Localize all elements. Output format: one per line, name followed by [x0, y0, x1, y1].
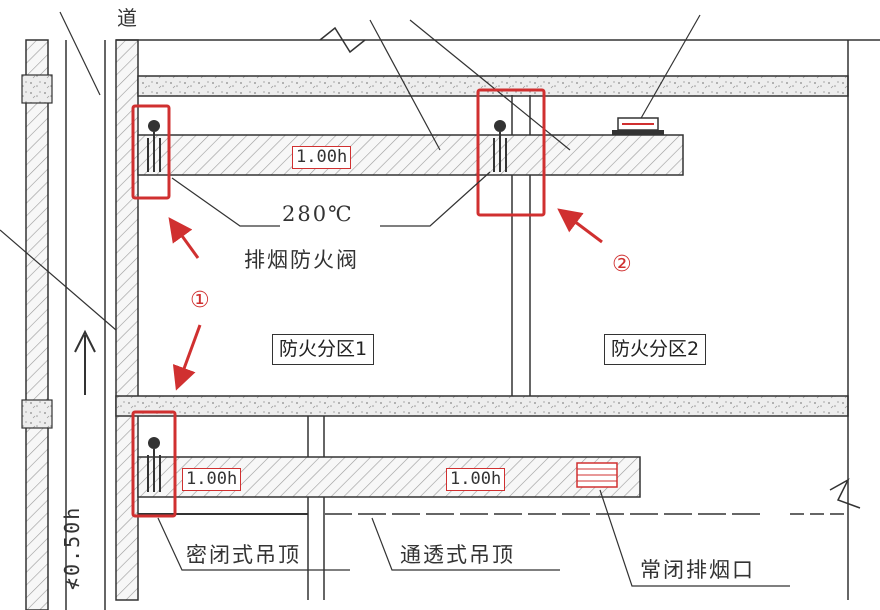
corridor-label: 道	[117, 6, 137, 30]
rating-bottom-mid: 1.00h	[446, 468, 506, 491]
sealed-ceiling-label: 密闭式吊顶	[186, 543, 301, 567]
lower-column	[307, 416, 325, 600]
wall-rating-label: ≮0.50h	[60, 505, 84, 590]
rating-bottom-left: 1.00h	[182, 468, 242, 491]
vent-label: 常闭排烟口	[640, 558, 755, 582]
left-wall	[21, 39, 106, 610]
red-arrows	[168, 208, 603, 391]
bottom-leaders	[157, 489, 790, 587]
open-ceiling-label: 通透式吊顶	[400, 543, 515, 567]
zone-2-label: 防火分区2	[604, 334, 707, 365]
rating-top-duct: 1.00h	[292, 146, 352, 169]
top-duct	[137, 134, 684, 176]
middle-slab	[115, 395, 849, 417]
flow-arrow	[74, 329, 96, 395]
zone-1-label: 防火分区1	[272, 334, 375, 365]
damper-top-mid	[493, 120, 507, 172]
temperature-leaders	[171, 171, 491, 227]
temperature-label: 280℃	[282, 202, 354, 226]
highlight-boxes	[131, 88, 546, 518]
top-slab	[116, 39, 880, 97]
vent-symbol-top	[612, 117, 664, 135]
damper-bottom-left	[147, 437, 161, 492]
callout-2: ②	[612, 252, 632, 277]
break-line-top	[319, 26, 366, 54]
vent-symbol-bottom	[576, 462, 618, 488]
damper-top-left	[147, 120, 161, 172]
break-line-right	[829, 478, 861, 509]
callout-1: ①	[190, 288, 210, 313]
damper-label: 排烟防火阀	[244, 248, 359, 272]
